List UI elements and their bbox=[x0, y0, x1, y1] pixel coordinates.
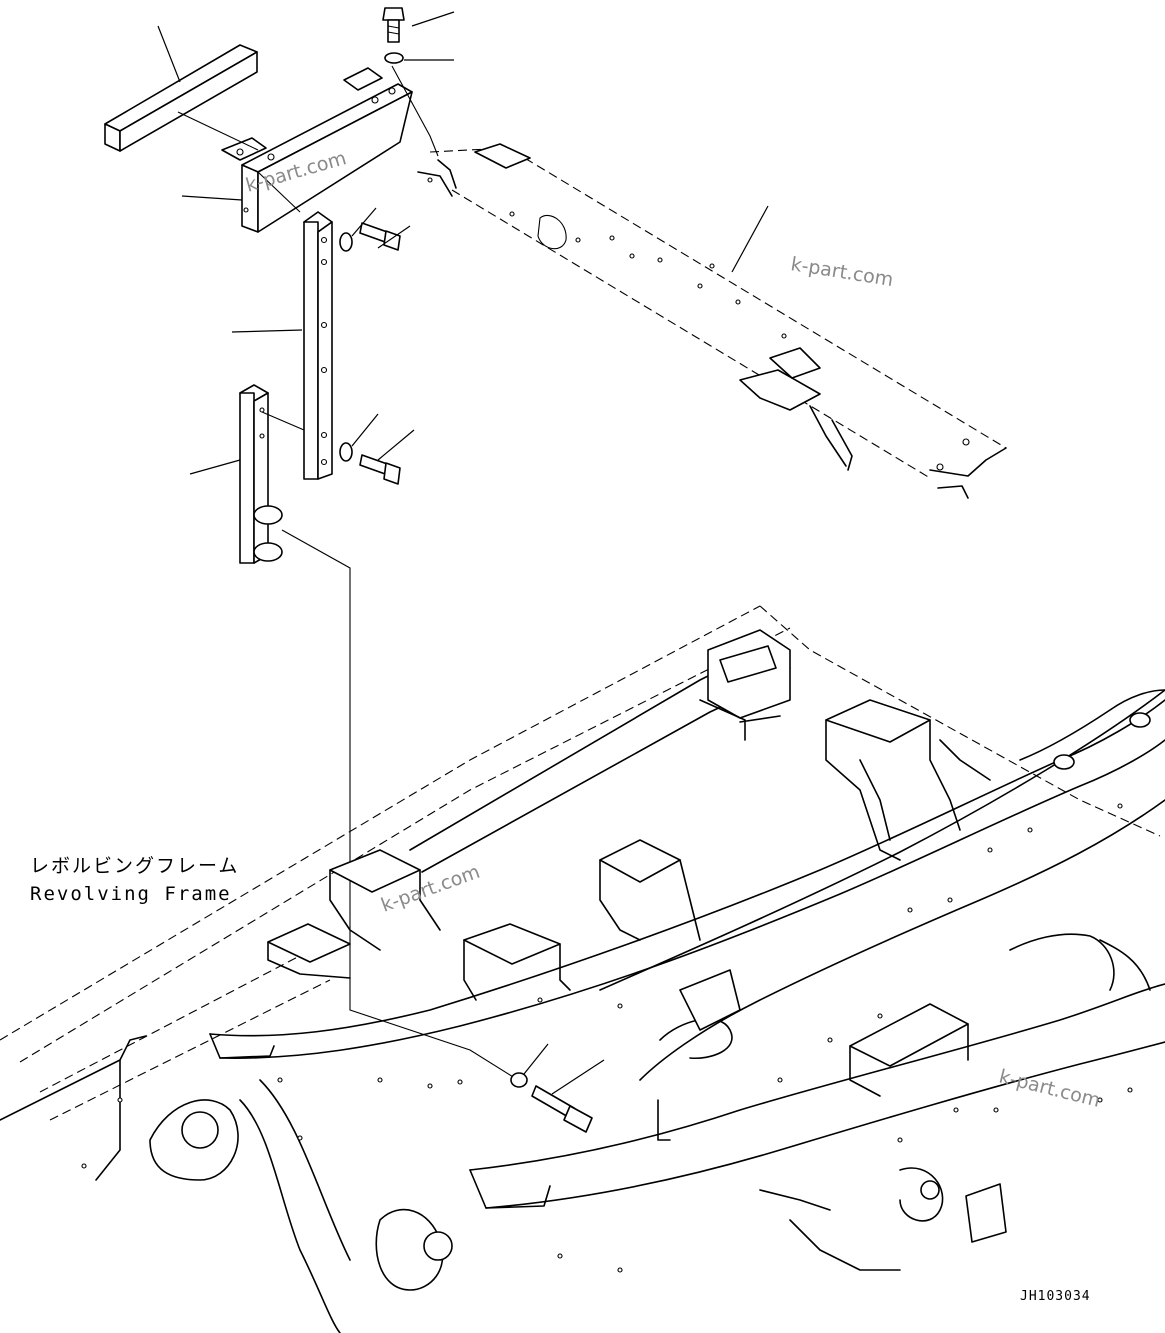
frame-label-en: Revolving Frame bbox=[30, 883, 232, 905]
guide-line bbox=[281, 529, 519, 1081]
watermark: k-part.com bbox=[789, 253, 895, 291]
side-bolt-upper bbox=[339, 222, 401, 252]
guide-line bbox=[391, 65, 439, 157]
top-bolt bbox=[382, 7, 405, 43]
frame-label-jp: レボルビングフレーム bbox=[30, 855, 239, 877]
bottom-bolt bbox=[510, 1072, 593, 1133]
vertical-bar-upper bbox=[303, 211, 333, 480]
vertical-bar-lower bbox=[239, 384, 283, 564]
upper-frame-beam bbox=[417, 143, 1007, 499]
mounting-bracket bbox=[221, 67, 413, 233]
revolving-frame bbox=[0, 605, 1165, 1333]
figure-code: JH103034 bbox=[1020, 1289, 1091, 1304]
guide-line bbox=[261, 411, 305, 431]
guide-line bbox=[257, 171, 301, 213]
top-washer bbox=[384, 52, 404, 64]
square-bar bbox=[104, 44, 258, 152]
side-bolt-lower bbox=[339, 442, 401, 485]
leader-lines bbox=[157, 11, 769, 1095]
guide-line bbox=[177, 111, 259, 151]
